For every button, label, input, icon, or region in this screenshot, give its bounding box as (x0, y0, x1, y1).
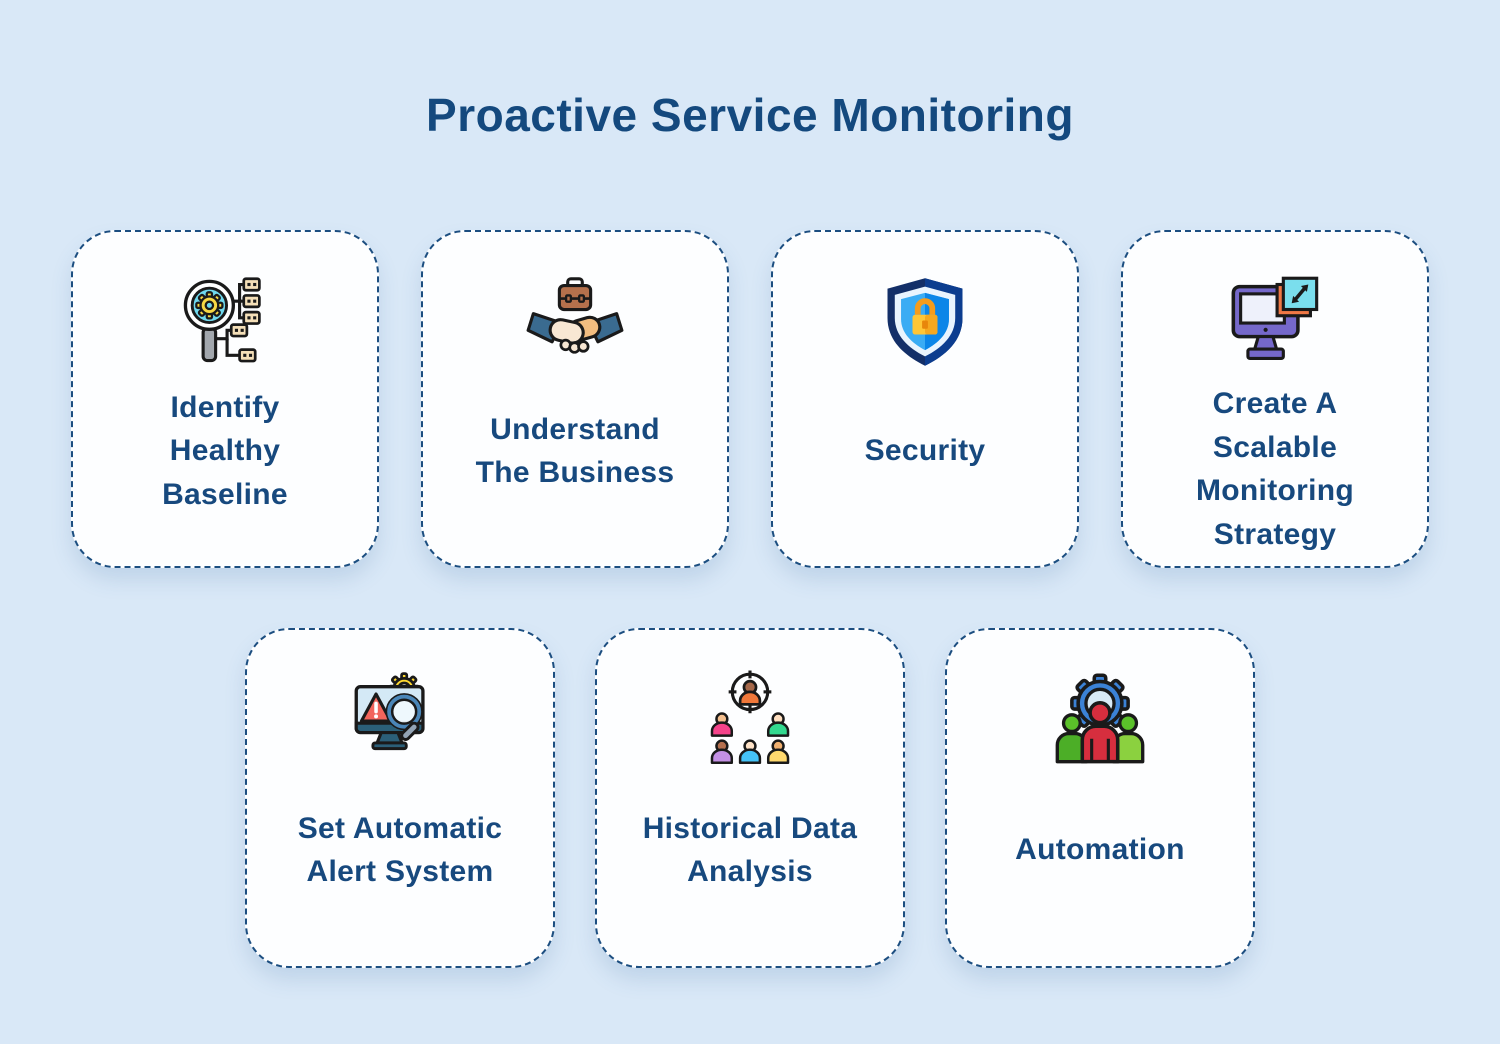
page-title: Proactive Service Monitoring (426, 89, 1074, 141)
card-security: Security (771, 230, 1079, 568)
card-label: Set Automatic Alert System (297, 811, 503, 889)
row-2: Set Automatic Alert System (0, 628, 1500, 968)
shield-lock-icon (875, 232, 975, 382)
audience-target-icon (700, 630, 800, 780)
card-label: Create A Scalable Monitoring Strategy (1196, 387, 1354, 551)
card-label: Security (864, 434, 986, 468)
handshake-briefcase-icon (525, 232, 625, 382)
monitor-scale-icon (1225, 232, 1325, 382)
card-understand-the-business: Understand The Business (421, 230, 729, 568)
card-label: Historical Data Analysis (642, 811, 858, 889)
card-set-automatic-alert-system: Set Automatic Alert System (245, 628, 555, 968)
magnifier-network-icon (175, 232, 275, 382)
card-historical-data-analysis: Historical Data Analysis (595, 628, 905, 968)
card-create-scalable-monitoring-strategy: Create A Scalable Monitoring Strategy (1121, 230, 1429, 568)
card-automation: Automation (945, 628, 1255, 968)
card-identify-healthy-baseline: Identify Healthy Baseline (71, 230, 379, 568)
gear-team-icon (1050, 630, 1150, 780)
row-1: Identify Healthy Baseline (0, 230, 1500, 568)
card-label: Identify Healthy Baseline (162, 390, 288, 511)
card-label: Automation (1015, 833, 1185, 867)
card-label: Understand The Business (475, 412, 675, 490)
monitor-alert-search-icon (350, 630, 450, 780)
